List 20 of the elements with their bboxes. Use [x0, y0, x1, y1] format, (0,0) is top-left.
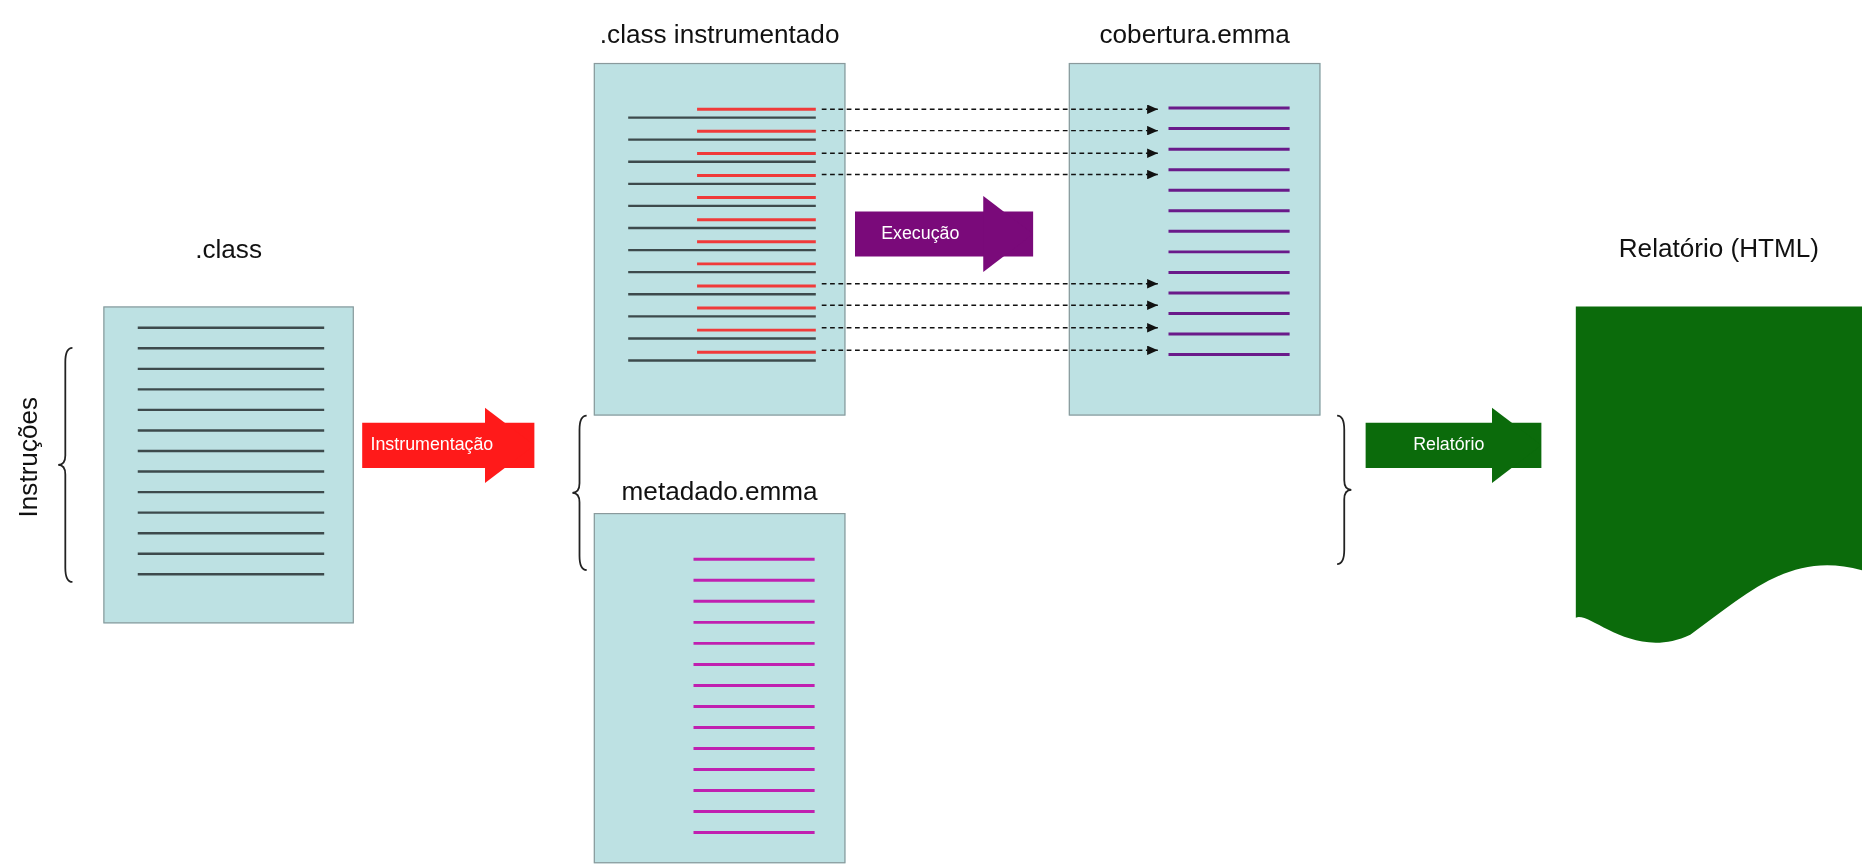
edge-label: Execução: [881, 222, 960, 243]
edge-label: Instrumentação: [370, 433, 494, 454]
dashed-arrow: [821, 300, 1159, 310]
dashed-arrow: [821, 279, 1159, 289]
file-name: cobertura.emma: [1099, 19, 1290, 50]
dashed-arrow: [821, 104, 1159, 114]
file-name: metadado.emma: [621, 476, 818, 508]
dashed-arrow: [821, 148, 1159, 158]
dashed-arrow: [821, 169, 1159, 180]
dashed-arrow: [821, 125, 1159, 136]
block-arrow: [1365, 407, 1542, 484]
side-label: Instruções: [13, 396, 44, 518]
block-arrow: [362, 407, 535, 484]
dashed-arrow: [821, 345, 1159, 356]
block-arrow: [855, 195, 1034, 272]
file-name: .class instrumentado: [599, 19, 840, 50]
dashed-arrow: [821, 323, 1159, 333]
edge-label: Relatório: [1413, 433, 1485, 454]
file-name: .class: [195, 233, 262, 265]
file-name: Relatório (HTML): [1618, 232, 1820, 264]
